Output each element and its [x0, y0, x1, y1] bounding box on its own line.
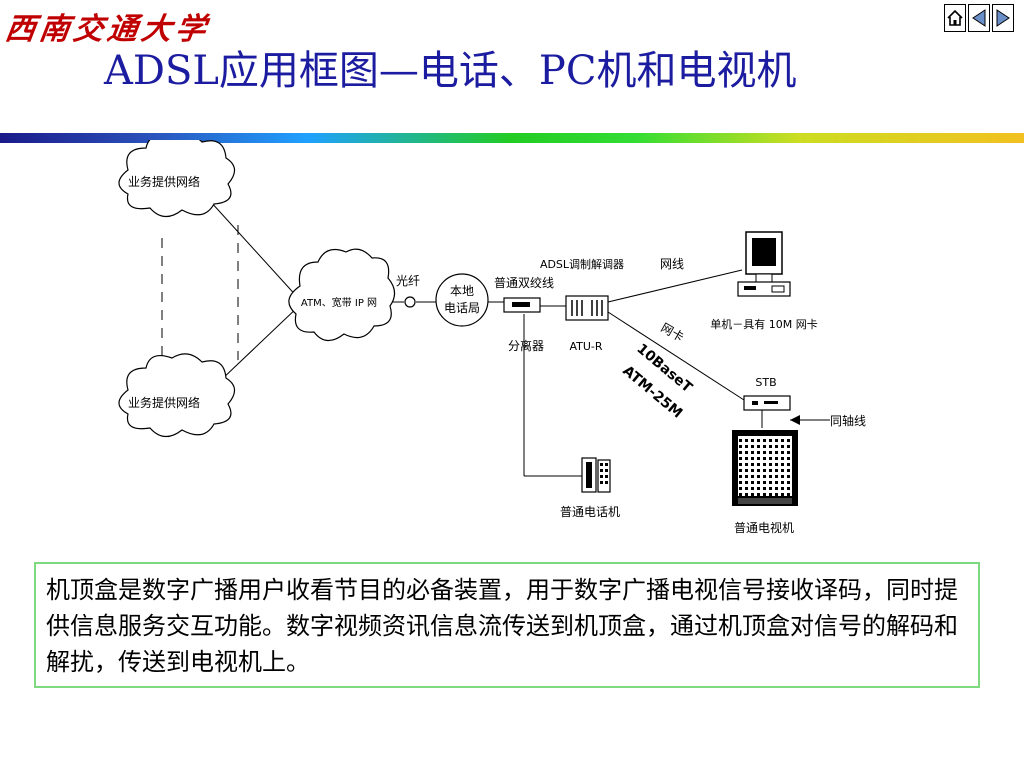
link-top-cloud-atm — [199, 189, 301, 301]
coax-label: 同轴线 — [830, 413, 866, 428]
pc-icon — [737, 231, 791, 297]
adsl-diagram: 业务提供网络 业务提供网络 ATM、宽带 IP 网 光纤 本地 电话局 普通双绞… — [118, 140, 866, 535]
network-line-label: 网线 — [660, 257, 684, 271]
description-textbox: 机顶盒是数字广播用户收看节目的必备装置，用于数字广播电视信号接收译码，同时提供信… — [34, 562, 980, 688]
twisted-pair-label: 普通双绞线 — [494, 275, 554, 290]
splitter-label: 分离器 — [508, 338, 544, 353]
home-icon — [947, 9, 963, 26]
coax-arrow-icon — [790, 415, 800, 425]
arrow-left-icon — [972, 9, 986, 27]
atu-r-label: ATU-R — [569, 340, 602, 353]
arrow-right-icon — [996, 9, 1010, 27]
next-button[interactable] — [992, 4, 1014, 32]
atu-to-pc — [607, 269, 743, 303]
local-exchange-label-2: 电话局 — [444, 301, 480, 315]
previous-button[interactable] — [968, 4, 990, 32]
pc-label: 单机－具有 10M 网卡 — [710, 317, 817, 331]
home-button[interactable] — [944, 4, 966, 32]
cloud-atm-shape — [288, 248, 396, 342]
slide-navigation — [944, 4, 1014, 32]
local-exchange-label-1: 本地 — [450, 284, 474, 298]
cloud-top-label: 业务提供网络 — [128, 174, 200, 189]
fiber-label: 光纤 — [396, 274, 420, 288]
telephone-icon — [581, 457, 611, 493]
modem-label: ADSL调制解调器 — [540, 257, 624, 271]
page-title: ADSL应用框图—电话、PC机和电视机 — [104, 48, 797, 94]
phone-label: 普通电话机 — [560, 505, 620, 519]
cloud-bottom-label: 业务提供网络 — [128, 395, 200, 410]
atu-r-modem-icon — [565, 295, 609, 321]
network-card-label: 网卡 — [659, 320, 687, 344]
tv-label: 普通电视机 — [734, 520, 794, 535]
set-top-box-icon — [743, 395, 791, 411]
cloud-bottom-shape — [118, 353, 236, 438]
stb-label: STB — [755, 376, 776, 389]
cloud-top-shape — [118, 140, 236, 218]
cloud-atm-label: ATM、宽带 IP 网 — [301, 296, 377, 309]
local-exchange-icon — [435, 273, 489, 327]
fiber-connector-icon — [404, 296, 416, 308]
atu-to-stb — [607, 311, 745, 401]
title-divider — [0, 133, 1024, 143]
tv-icon — [732, 430, 798, 506]
